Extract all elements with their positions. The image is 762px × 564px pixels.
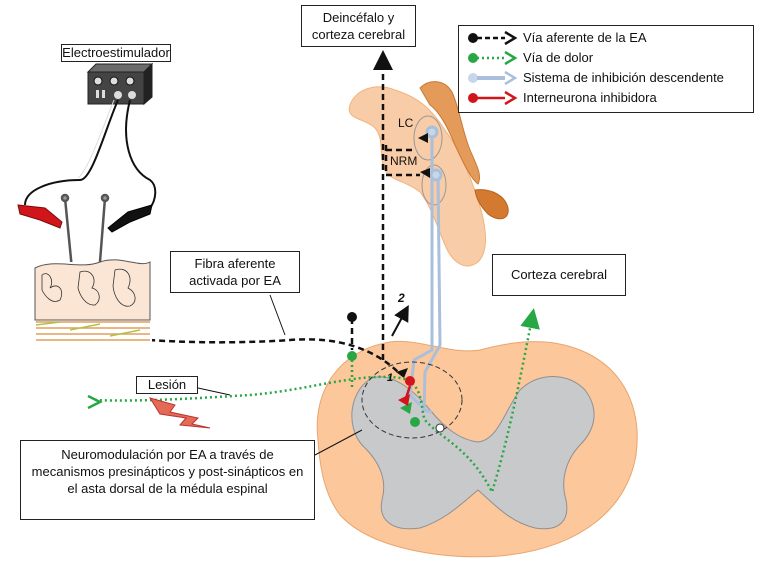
pons-tissue [474,189,509,220]
legend-item-descending: Sistema de inhibición descendente [523,70,724,85]
fiber-label: Fibra aferente activada por EA [170,251,300,293]
pain-neuron-2 [410,417,420,427]
electrostimulator-device [86,62,154,106]
brainstem [348,86,487,267]
lesion-label: Lesión [136,376,198,394]
dorsal-horn-region [361,361,463,439]
electrode-clip-red [17,204,63,229]
pathway-number-2: 2 [398,291,405,305]
electrode-clip-black [107,204,153,233]
neuromod-label: Neuromodulación por EA a través de mecan… [20,440,315,520]
legend: Vía aferente de la EA Vía de dolor Siste… [458,25,754,113]
legend-symbol-pain [468,50,518,66]
nrm-label: NRM [390,154,418,168]
interneuron-soma [405,376,415,386]
legend-symbol-interneuron [468,90,518,106]
pain-pathway [94,308,540,496]
pain-soma [347,351,357,361]
legend-symbol-descending [468,70,518,86]
interneuron-terminal [398,394,410,406]
legend-item-afferent: Vía aferente de la EA [523,30,647,45]
pathway-number-1: 1 [387,372,394,384]
afferent-soma [347,312,357,322]
pain-terminal [400,402,412,414]
cerebellum-tissue [419,81,481,185]
lc-nucleus [413,115,443,161]
legend-symbols [468,30,518,106]
brain-label: Deincéfalo y corteza cerebral [301,5,416,47]
nrm-nucleus [421,164,447,206]
lesion-mark [148,397,211,429]
stimulator-wires [24,99,157,209]
skin-tissue [32,259,152,342]
cortex-label: Corteza cerebral [492,254,626,296]
legend-item-pain: Vía de dolor [523,50,594,65]
gray-matter [351,376,595,530]
afferent-arrow-2 [391,304,409,337]
legend-symbol-afferent [468,30,518,46]
legend-item-interneuron: Interneurona inhibidora [523,90,657,105]
lc-label: LC [398,116,414,130]
device-label: Electroestimulador [61,44,171,62]
afferent-terminal [396,368,408,378]
